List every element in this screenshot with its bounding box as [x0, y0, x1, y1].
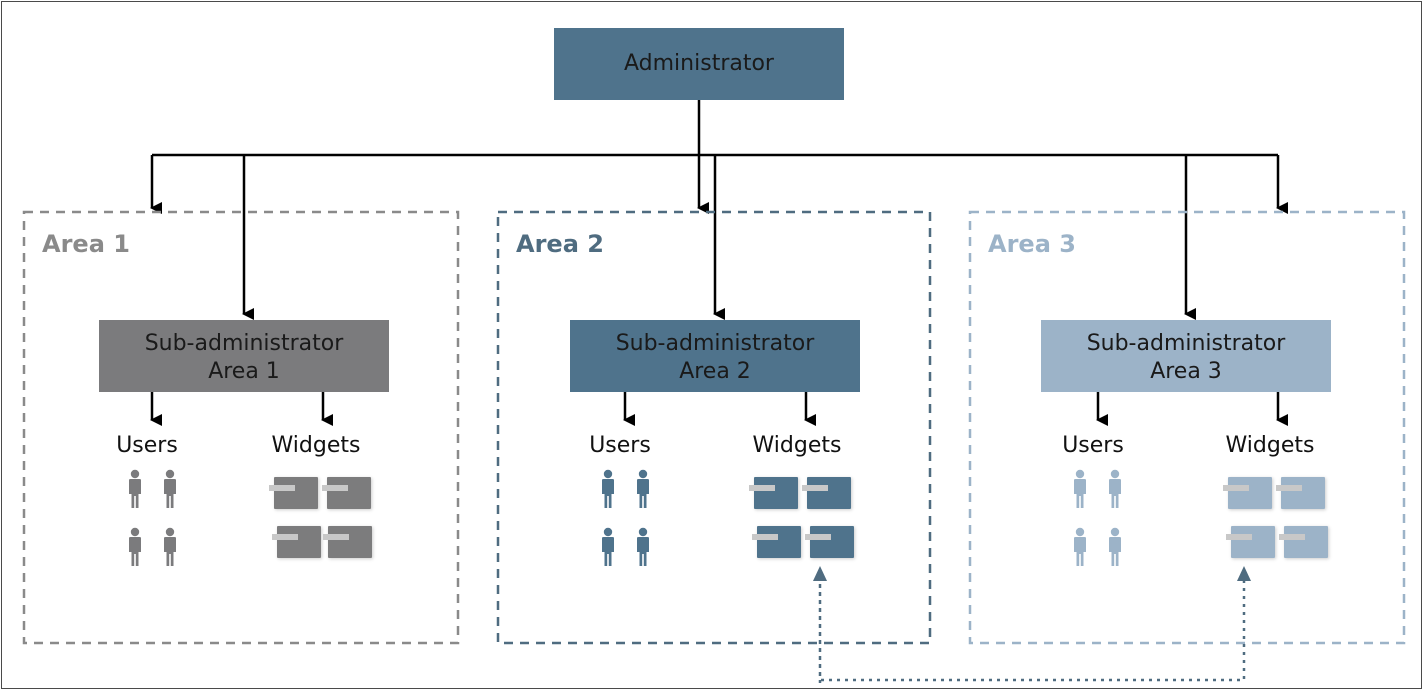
users-icons-2: [602, 469, 649, 566]
widget-icon: [749, 477, 798, 509]
subadmin-1-label-line2: Area 1: [208, 359, 280, 384]
subadmin-3-box: [1041, 320, 1331, 392]
subadmin-3-label-line1: Sub-administrator: [1087, 331, 1287, 356]
shared-link-path: [818, 578, 1246, 683]
widgets-label-1: Widgets: [272, 433, 361, 458]
connectors: [150, 100, 1288, 320]
user-icon: [1074, 527, 1086, 566]
administrator-node: Administrator: [554, 28, 844, 100]
area-3-border: [968, 210, 1406, 645]
user-icon: [129, 469, 141, 508]
widget-icon: [1276, 477, 1325, 509]
widget-icon: [1226, 526, 1275, 558]
shared-link-arrowhead-area3: [1237, 566, 1251, 581]
subadmin-2-label-line1: Sub-administrator: [616, 331, 816, 356]
area-1-title: Area 1: [42, 230, 130, 258]
subadmin-1-box: [99, 320, 389, 392]
users-label-3: Users: [1062, 433, 1124, 458]
area-2-title: Area 2: [516, 230, 604, 258]
subadmin-2-box: [570, 320, 860, 392]
user-icon: [1109, 527, 1121, 566]
user-icon: [129, 527, 141, 566]
users-label-1: Users: [116, 433, 178, 458]
shared-link-arrowheads: [813, 566, 1251, 581]
user-icon: [164, 527, 176, 566]
user-icon: [1074, 469, 1086, 508]
widget-icon: [805, 526, 854, 558]
widgets-label-3: Widgets: [1226, 433, 1315, 458]
user-icon: [602, 527, 614, 566]
user-icon: [637, 469, 649, 508]
widget-icon: [322, 477, 371, 509]
user-icon: [637, 527, 649, 566]
widget-icon: [323, 526, 372, 558]
shared-link-arrowhead-area2: [813, 566, 827, 581]
widgets-icons-3: [1223, 477, 1328, 558]
widget-icon: [269, 477, 318, 509]
users-icons-1: [129, 469, 176, 566]
area-1-border: [22, 210, 460, 645]
administrator-label: Administrator: [624, 51, 775, 76]
subadmin-1-label-line1: Sub-administrator: [145, 331, 345, 356]
area-2: Area 2 Sub-administrator Area 2 Users Wi…: [496, 210, 932, 645]
subadmin-2-label-line2: Area 2: [679, 359, 751, 384]
widgets-icons-2: [749, 477, 854, 558]
widget-icon: [752, 526, 801, 558]
area-1: Area 1 Sub-administrator Area 1 Users Wi…: [22, 210, 460, 645]
user-icon: [602, 469, 614, 508]
widget-icon: [272, 526, 321, 558]
administrator-box: [554, 28, 844, 100]
subadmin-3-label-line2: Area 3: [1150, 359, 1222, 384]
users-label-2: Users: [589, 433, 651, 458]
shared-widgets-link: [818, 578, 1246, 683]
user-icon: [1109, 469, 1121, 508]
user-icon: [164, 469, 176, 508]
widget-icon: [802, 477, 851, 509]
widget-icon: [1223, 477, 1272, 509]
area-2-border: [496, 210, 932, 645]
area-3: Area 3 Sub-administrator Area 3 Users Wi…: [968, 210, 1406, 645]
widgets-icons-1: [269, 477, 372, 558]
area-3-title: Area 3: [988, 230, 1076, 258]
widget-icon: [1279, 526, 1328, 558]
widgets-label-2: Widgets: [753, 433, 842, 458]
users-icons-3: [1074, 469, 1121, 566]
